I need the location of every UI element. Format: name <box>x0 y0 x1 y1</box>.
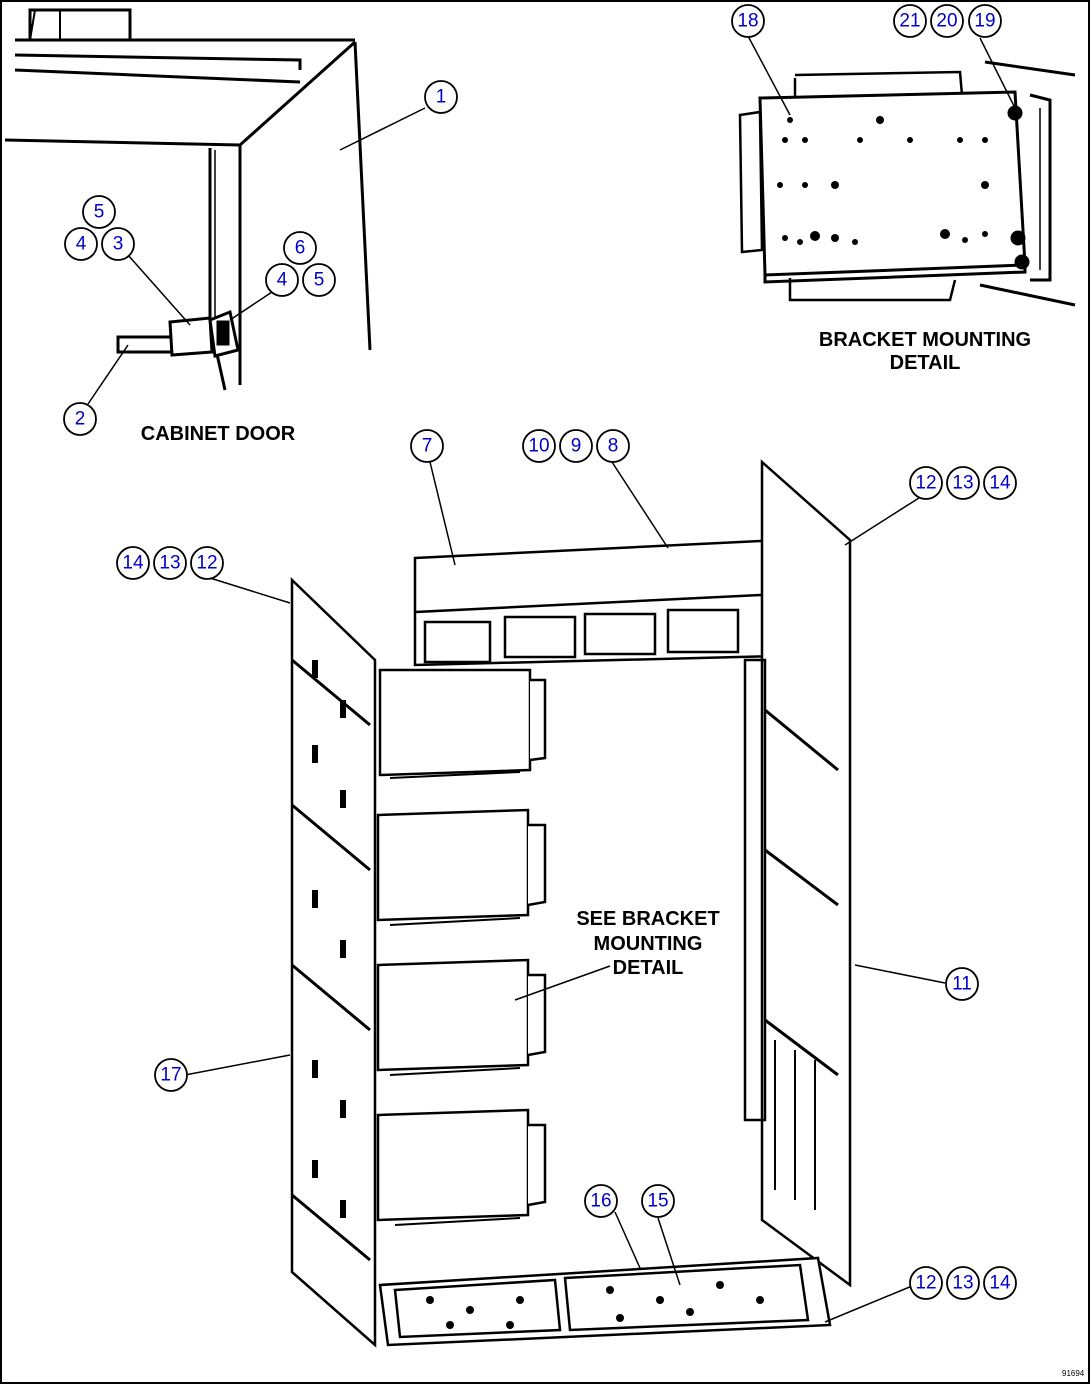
callout-12c: 12 <box>909 1266 943 1300</box>
callout-8-label: 8 <box>608 436 619 457</box>
figure-id: 91694 <box>1062 1369 1085 1378</box>
callout-14c-label: 14 <box>989 1273 1011 1294</box>
cabinet-door-drawing <box>4 8 372 391</box>
callout-12c-label: 12 <box>915 1273 936 1294</box>
callout-6: 6 <box>283 231 317 265</box>
see-detail-caption-line1: SEE BRACKET <box>576 908 719 930</box>
callout-18: 18 <box>731 4 765 38</box>
callout-14a-label: 14 <box>989 473 1011 494</box>
callout-4a-label: 4 <box>76 234 87 255</box>
callout-10-label: 10 <box>528 436 549 457</box>
callout-9: 9 <box>559 429 593 463</box>
callout-12a-label: 12 <box>915 473 936 494</box>
callout-12a: 12 <box>909 466 943 500</box>
callout-2-label: 2 <box>75 409 86 430</box>
callout-19-label: 19 <box>974 11 995 32</box>
callout-13c: 13 <box>946 1266 980 1300</box>
see-detail-caption-line3: DETAIL <box>613 957 684 979</box>
callouts: 1 5 4 3 6 4 5 2 18 21 20 19 7 10 9 8 12 … <box>63 4 1017 1300</box>
callout-16: 16 <box>584 1184 618 1218</box>
callout-8: 8 <box>596 429 630 463</box>
callout-12b-label: 12 <box>196 553 217 574</box>
callout-15-label: 15 <box>647 1191 668 1212</box>
callout-20-label: 20 <box>936 11 957 32</box>
callout-13b: 13 <box>153 546 187 580</box>
callout-14a: 14 <box>983 466 1017 500</box>
callout-14b-label: 14 <box>122 553 144 574</box>
callout-16-label: 16 <box>590 1191 611 1212</box>
callout-14c: 14 <box>983 1266 1017 1300</box>
bracket-detail-caption-line2: DETAIL <box>890 352 961 374</box>
callout-10: 10 <box>522 429 556 463</box>
callout-13a: 13 <box>946 466 980 500</box>
callout-11: 11 <box>945 967 979 1001</box>
callout-5a-label: 5 <box>94 202 105 223</box>
callout-21: 21 <box>893 4 927 38</box>
callout-11-label: 11 <box>952 974 972 995</box>
callout-5a: 5 <box>82 195 116 229</box>
callout-7-label: 7 <box>422 436 433 457</box>
callout-1-label: 1 <box>436 87 447 108</box>
see-detail-caption-line2: MOUNTING <box>594 933 703 955</box>
callout-18-label: 18 <box>737 11 758 32</box>
callout-1: 1 <box>424 80 458 114</box>
callout-15: 15 <box>641 1184 675 1218</box>
callout-17-label: 17 <box>160 1065 181 1086</box>
callout-7: 7 <box>410 429 444 463</box>
bracket-detail-caption-line1: BRACKET MOUNTING <box>819 329 1031 351</box>
callout-21-label: 21 <box>899 11 920 32</box>
callout-3-label: 3 <box>113 234 124 255</box>
callout-20: 20 <box>930 4 964 38</box>
rack-assembly-drawing <box>290 459 852 1348</box>
callout-4a: 4 <box>64 227 98 261</box>
callout-9-label: 9 <box>571 436 582 457</box>
callout-5b: 5 <box>302 263 336 297</box>
callout-6-label: 6 <box>295 238 306 259</box>
callout-4b-label: 4 <box>277 270 288 291</box>
callout-13a-label: 13 <box>952 473 973 494</box>
callout-19: 19 <box>968 4 1002 38</box>
callout-17: 17 <box>154 1058 188 1092</box>
callout-5b-label: 5 <box>314 270 325 291</box>
callout-13c-label: 13 <box>952 1273 973 1294</box>
callout-14b: 14 <box>116 546 150 580</box>
callout-3: 3 <box>101 227 135 261</box>
callout-4b: 4 <box>265 263 299 297</box>
callout-12b: 12 <box>190 546 224 580</box>
bracket-detail-drawing <box>738 60 1076 307</box>
cabinet-door-caption: CABINET DOOR <box>141 423 296 445</box>
leader-lines <box>87 35 1016 1323</box>
callout-2: 2 <box>63 402 97 436</box>
callout-13b-label: 13 <box>159 553 180 574</box>
